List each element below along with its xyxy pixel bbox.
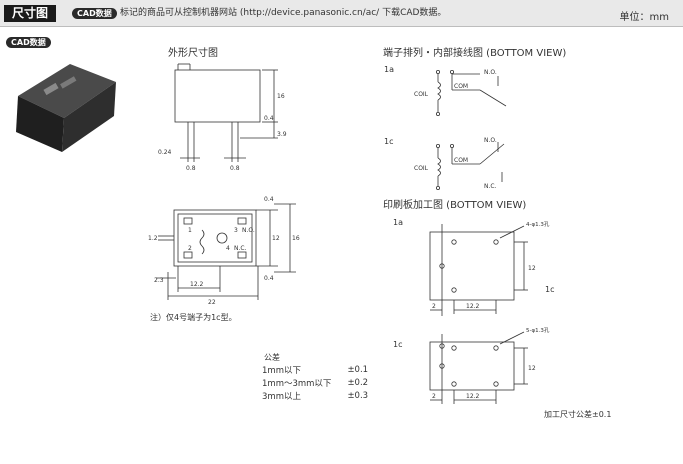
pin-2-label: 2 bbox=[188, 245, 192, 252]
dim-0.24: 0.24 bbox=[158, 149, 172, 156]
outline-top-view: 1 2 3 4 N.O. N.C. 0.4 0.4 12 16 1.2 2.3 … bbox=[148, 196, 300, 306]
pcb-dim-12-a: 12 bbox=[528, 265, 536, 272]
dim-0.8-b: 0.8 bbox=[230, 165, 240, 172]
coil-label-1c: COIL bbox=[414, 165, 429, 172]
com-label-1c: COM bbox=[454, 157, 468, 164]
dim-16-top: 16 bbox=[292, 235, 300, 242]
relay-photo bbox=[16, 64, 116, 152]
pcb-dim-12.2-a: 12.2 bbox=[466, 303, 480, 310]
tolerance-row: 1mm以下 ±0.1 bbox=[262, 364, 384, 377]
no-label: N.O. bbox=[242, 227, 255, 234]
cad-data-badge: CAD数据 bbox=[72, 8, 117, 19]
com-label-1a: COM bbox=[454, 83, 468, 90]
pin-3-label: 3 bbox=[234, 227, 238, 234]
hole-spec-1a: 4-φ1.3孔 bbox=[526, 220, 550, 228]
coil-label-1a: COIL bbox=[414, 91, 429, 98]
no-label-1a: N.O. bbox=[484, 69, 497, 76]
tolerance-title: 公差 bbox=[264, 353, 280, 362]
dim-12: 12 bbox=[272, 235, 280, 242]
dim-2.3: 2.3 bbox=[154, 277, 164, 284]
pin-1-label: 1 bbox=[188, 227, 192, 234]
pcb-side-label: 1c bbox=[545, 285, 555, 294]
dim-16: 16 bbox=[277, 93, 285, 100]
dim-top-0.4-b: 0.4 bbox=[264, 275, 274, 282]
pcb-title: 印刷板加工图 (BOTTOM VIEW) bbox=[383, 200, 527, 211]
pcb-dim-2-c: 2 bbox=[432, 393, 436, 400]
wiring-1c-label: 1c bbox=[384, 137, 394, 146]
pcb-dim-12.2-c: 12.2 bbox=[466, 393, 480, 400]
unit-label: 单位：mm bbox=[619, 12, 669, 23]
nc-label-1c: N.C. bbox=[484, 183, 497, 190]
pcb-dim-2-a: 2 bbox=[432, 303, 436, 310]
wiring-diagram: COIL COM N.O. COIL COM N.O. N.C. bbox=[414, 69, 507, 191]
pcb-1c-label: 1c bbox=[393, 340, 403, 349]
dim-1.2: 1.2 bbox=[148, 235, 158, 242]
tolerance-range: 3mm以上 bbox=[262, 392, 301, 402]
dim-0.8-a: 0.8 bbox=[186, 165, 196, 172]
tolerance-table: 1mm以下 ±0.1 1mm～3mm以下 ±0.2 3mm以上 ±0.3 bbox=[262, 364, 384, 403]
dim-22: 22 bbox=[208, 299, 216, 306]
tolerance-row: 1mm～3mm以下 ±0.2 bbox=[262, 377, 384, 390]
pcb-diagram: 4-φ1.3孔 12 12.2 2 5-φ1.3孔 12 12.2 2 bbox=[429, 220, 550, 404]
pcb-1a-label: 1a bbox=[393, 218, 403, 227]
tolerance-range: 1mm以下 bbox=[262, 366, 301, 376]
tolerance-value: ±0.1 bbox=[347, 365, 369, 375]
nc-label: N.C. bbox=[234, 245, 247, 252]
note-text: 注）仅4号端子为1c型。 bbox=[150, 313, 237, 322]
wiring-1a-label: 1a bbox=[384, 65, 394, 74]
dim-3.9: 3.9 bbox=[277, 131, 287, 138]
side-cad-badge: CAD数据 bbox=[6, 37, 51, 48]
outline-side-view: 16 0.4 3.9 0.24 0.8 0.8 bbox=[158, 63, 287, 172]
tolerance-range: 1mm～3mm以下 bbox=[262, 379, 332, 389]
header-description: 标记的商品可从控制机器网站 (http://device.panasonic.c… bbox=[120, 8, 447, 18]
tolerance-value: ±0.2 bbox=[347, 378, 369, 388]
section-title: 尺寸图 bbox=[4, 5, 57, 22]
pcb-dim-12-c: 12 bbox=[528, 365, 536, 372]
pcb-tolerance-note: 加工尺寸公差±0.1 bbox=[544, 410, 612, 419]
no-label-1c: N.O. bbox=[484, 137, 497, 144]
tolerance-value: ±0.3 bbox=[347, 391, 369, 401]
outline-title: 外形尺寸图 bbox=[168, 48, 218, 59]
tolerance-row: 3mm以上 ±0.3 bbox=[262, 390, 384, 403]
dim-top-0.4-a: 0.4 bbox=[264, 196, 274, 203]
pin-4-label: 4 bbox=[226, 245, 230, 252]
wiring-title: 端子排列・内部接线图 (BOTTOM VIEW) bbox=[383, 48, 567, 59]
dim-12.2: 12.2 bbox=[190, 281, 204, 288]
hole-spec-1c: 5-φ1.3孔 bbox=[526, 326, 550, 334]
dim-0.4: 0.4 bbox=[264, 115, 274, 122]
